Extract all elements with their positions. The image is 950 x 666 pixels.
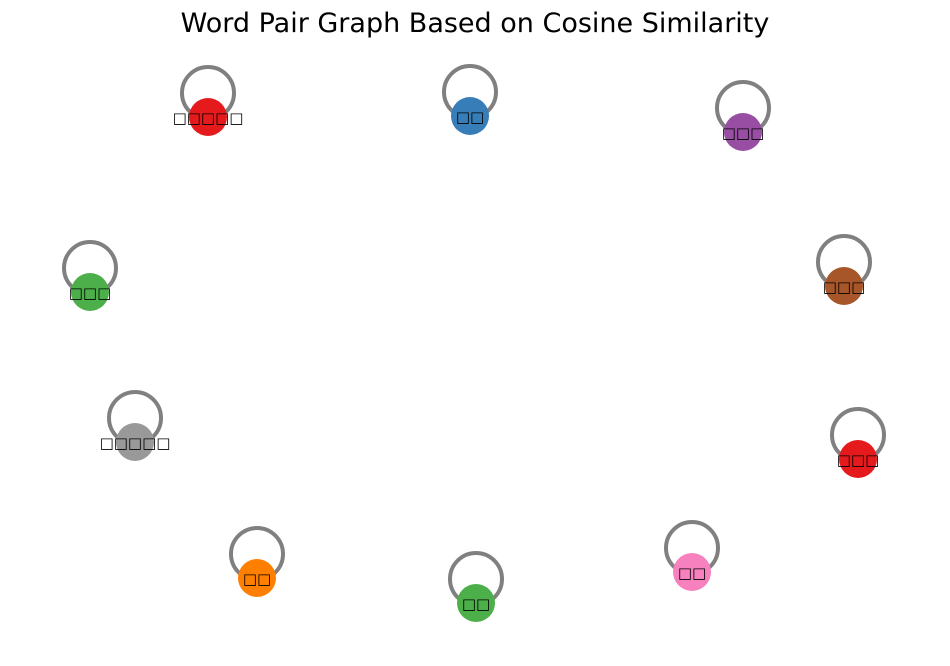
node-label: □□□□□	[173, 109, 244, 127]
node-label: □□□□□	[100, 434, 171, 452]
node-label: □□□	[722, 124, 765, 142]
nodes-layer: □□□□□□□□□□□□□□□□□□□□□□□□□□□□□□	[62, 64, 886, 622]
graph-node: □□	[442, 64, 498, 135]
node-label: □□□	[837, 451, 880, 469]
graph-node: □□□□□	[100, 390, 171, 461]
node-circle	[724, 113, 762, 151]
graph-title: Word Pair Graph Based on Cosine Similari…	[181, 8, 770, 39]
node-circle	[71, 273, 109, 311]
node-label: □□	[456, 108, 484, 126]
graph-node: □□□	[830, 407, 886, 478]
graph-node: □□□□□	[173, 65, 244, 136]
node-circle	[238, 559, 276, 597]
node-circle	[116, 423, 154, 461]
node-label: □□□	[69, 284, 112, 302]
node-label: □□□	[823, 278, 866, 296]
graph-node: □□□	[816, 234, 872, 305]
graph-node: □□□	[62, 240, 118, 311]
node-circle	[451, 97, 489, 135]
node-label: □□	[462, 595, 490, 613]
node-label: □□	[243, 570, 271, 588]
node-circle	[839, 440, 877, 478]
node-circle	[673, 553, 711, 591]
node-label: □□	[678, 564, 706, 582]
graph-node: □□□	[715, 80, 771, 151]
graph-node: □□	[448, 551, 504, 622]
graph-node: □□	[229, 526, 285, 597]
node-circle	[189, 98, 227, 136]
node-circle	[457, 584, 495, 622]
graph-node: □□	[664, 520, 720, 591]
node-circle	[825, 267, 863, 305]
